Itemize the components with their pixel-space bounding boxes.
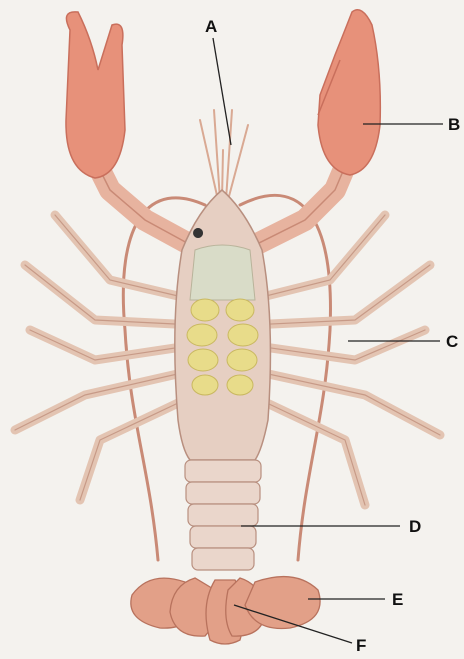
cheliped-left	[66, 12, 200, 250]
label-a: A	[205, 18, 217, 35]
antennules	[200, 110, 248, 200]
label-f: F	[356, 637, 366, 654]
abdomen	[185, 460, 261, 570]
label-d: D	[409, 518, 421, 535]
walking-legs-right	[250, 215, 440, 505]
label-c: C	[446, 333, 458, 350]
cheliped-right	[245, 10, 380, 250]
walking-legs-left	[15, 215, 195, 500]
eye	[193, 228, 203, 238]
tail-fan	[131, 577, 320, 644]
claw-left	[66, 12, 125, 178]
label-e: E	[392, 591, 403, 608]
label-b: B	[448, 116, 460, 133]
cephalothorax	[175, 190, 271, 460]
